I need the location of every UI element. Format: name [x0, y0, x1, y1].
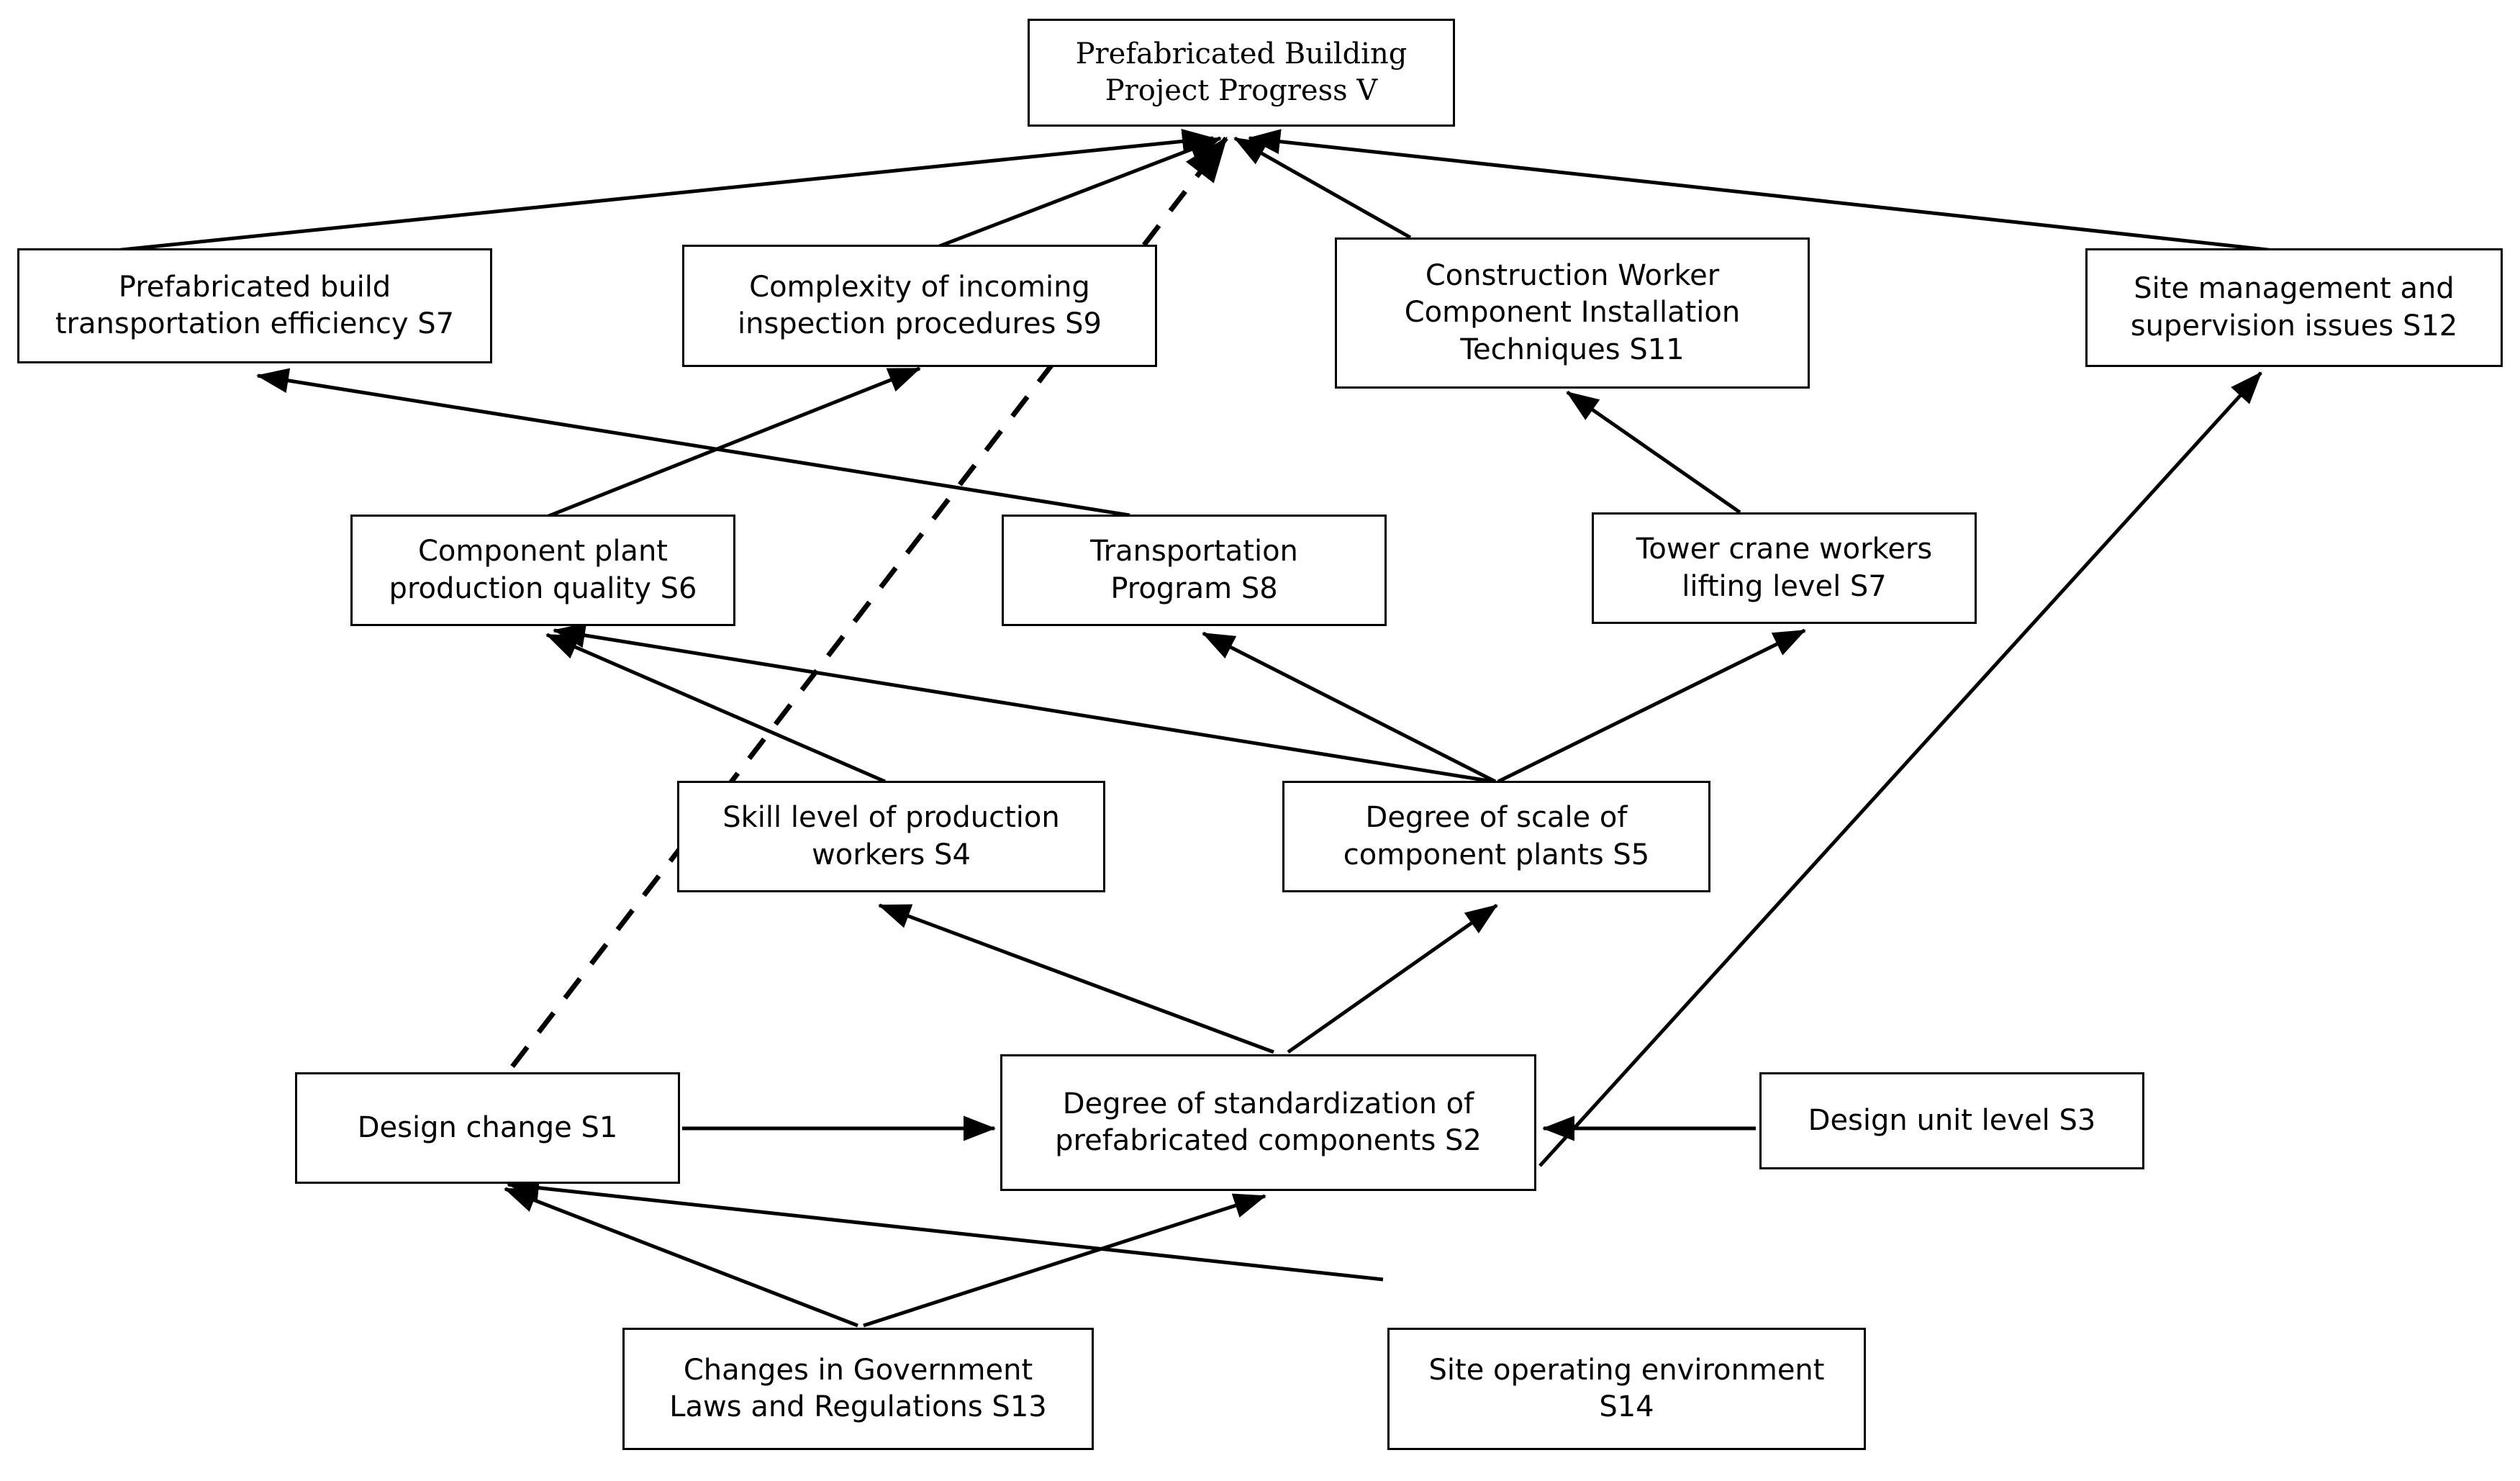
node-s2[interactable]: Degree of standardization of prefabricat…	[1000, 1054, 1536, 1191]
node-s12[interactable]: Site management and supervision issues S…	[2085, 248, 2503, 367]
edge-s5-to-s8	[1202, 631, 1497, 784]
node-label-v: Prefabricated Building Project Progress …	[1075, 37, 1408, 107]
edge-s2-to-s5	[1287, 903, 1498, 1054]
node-label-s12: Site management and supervision issues S…	[2130, 272, 2458, 343]
node-label-s1: Design change S1	[357, 1110, 618, 1144]
edge-s8-to-s7a	[256, 368, 1130, 517]
edge-s12-to-v	[1248, 129, 2275, 253]
edge-s13-to-s2	[863, 1193, 1266, 1328]
edge-s11-to-v	[1233, 136, 1412, 240]
node-label-s13: Changes in Government Laws and Regulatio…	[669, 1353, 1047, 1423]
node-s5[interactable]: Degree of scale of component plants S5	[1282, 781, 1710, 892]
node-s11[interactable]: Construction Worker Component Installati…	[1335, 237, 1810, 389]
edge-s13-to-s1	[504, 1187, 858, 1328]
node-s7a[interactable]: Prefabricated build transportation effic…	[17, 248, 492, 363]
edge-s2-to-s12	[1538, 371, 2262, 1167]
edge-s14-to-s1	[507, 1175, 1384, 1282]
edge-s2-to-s4	[878, 903, 1274, 1054]
edge-s6-to-s9	[546, 366, 921, 519]
node-label-s9: Complexity of incoming inspection proced…	[738, 270, 1102, 340]
node-label-s14: Site operating environment S14	[1428, 1353, 1825, 1423]
node-s6[interactable]: Component plant production quality S6	[350, 515, 735, 626]
node-label-s11: Construction Worker Component Installati…	[1404, 259, 1741, 366]
edge-s7b-to-s11	[1566, 390, 1741, 515]
node-s4[interactable]: Skill level of production workers S4	[677, 781, 1105, 892]
node-label-s5: Degree of scale of component plants S5	[1343, 801, 1650, 871]
node-label-s7b: Tower crane workers lifting level S7	[1636, 533, 1933, 603]
node-label-s4: Skill level of production workers S4	[722, 801, 1060, 871]
node-s8[interactable]: Transportation Program S8	[1002, 515, 1387, 626]
node-label-s2: Degree of standardization of prefabricat…	[1055, 1087, 1482, 1157]
node-s7b[interactable]: Tower crane workers lifting level S7	[1592, 512, 1977, 624]
node-s9[interactable]: Complexity of incoming inspection proced…	[682, 245, 1157, 367]
edge-s5-to-s7b	[1497, 628, 1806, 784]
edge-s4-to-s6	[545, 633, 886, 784]
node-label-s3: Design unit level S3	[1808, 1103, 2096, 1137]
node-v[interactable]: Prefabricated Building Project Progress …	[1028, 19, 1455, 127]
node-s14[interactable]: Site operating environment S14	[1387, 1328, 1866, 1450]
node-label-s8: Transportation Program S8	[1090, 535, 1298, 605]
node-s13[interactable]: Changes in Government Laws and Regulatio…	[622, 1328, 1094, 1450]
node-s1[interactable]: Design change S1	[295, 1072, 680, 1184]
edge-s1-to-v	[510, 136, 1228, 1069]
node-s3[interactable]: Design unit level S3	[1759, 1072, 2144, 1169]
node-label-s7a: Prefabricated build transportation effic…	[55, 270, 455, 340]
edge-s7a-to-v	[100, 128, 1215, 254]
edge-s5-to-s6	[553, 622, 1494, 784]
edge-group	[100, 128, 2275, 1328]
node-label-s6: Component plant production quality S6	[389, 535, 697, 605]
edge-s9-to-v	[928, 136, 1222, 253]
